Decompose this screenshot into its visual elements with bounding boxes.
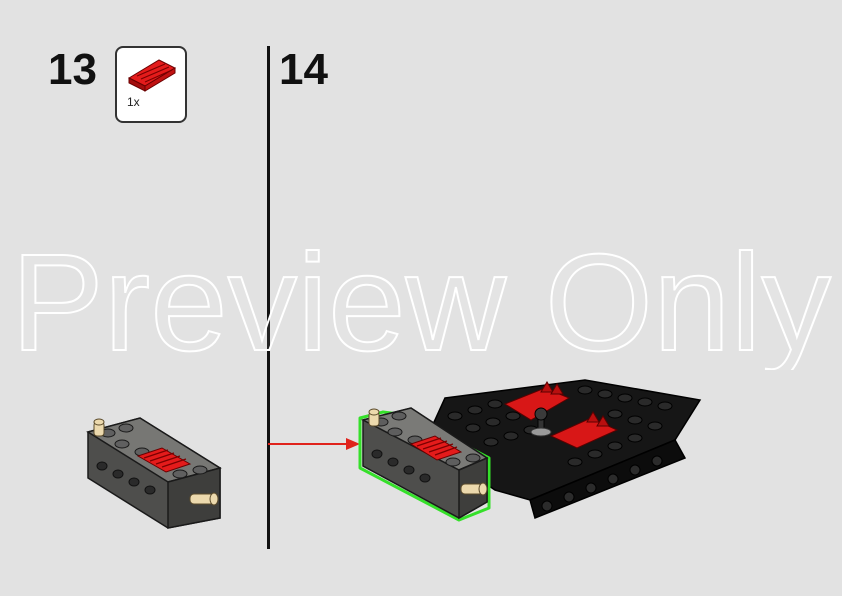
part-quantity: 1x: [127, 95, 140, 109]
step-13-subassembly-illustration: [86, 417, 222, 529]
step-14-assembly-illustration: [358, 379, 702, 522]
red-tile-part-icon: [127, 59, 177, 92]
step-14-number: 14: [279, 45, 328, 94]
parts-callout: 1x: [115, 46, 187, 123]
step-13-number: 13: [48, 45, 97, 94]
watermark-text: Preview Only: [11, 230, 831, 370]
watermark: Preview Only: [10, 230, 832, 370]
step-divider: [267, 46, 270, 549]
placement-arrow-icon: [268, 438, 360, 450]
